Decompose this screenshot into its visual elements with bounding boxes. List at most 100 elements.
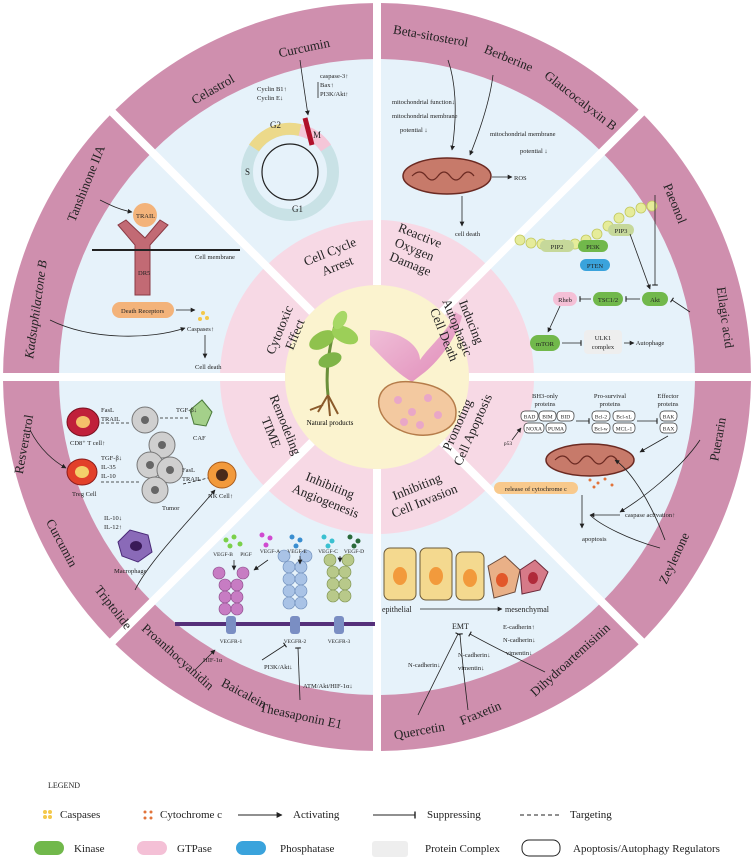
cc-bax: Bax↑ [320,82,334,89]
pten-node [580,259,610,271]
bak-label: BAK [663,415,675,421]
autophage-label: Autophage [636,340,665,347]
phase-g1: G1 [292,204,303,214]
il10-label: IL-10 [101,473,116,480]
ros-text5: potential ↓ [520,148,548,155]
pip3-node [608,224,634,236]
epithelial-label: epithelial [382,605,413,614]
vegfd-label: VEGF-D [344,549,364,555]
legend-gtpase: GTPase [177,843,212,855]
pi3k-node [578,240,608,252]
caspase-activation-label: caspase activation↑ [625,512,675,519]
legend-title: LEGEND [48,781,80,790]
effector-title1: Effector [657,393,679,400]
death-receptors-box [112,302,174,318]
hif-label: HIF-1α [203,657,223,664]
pip2-label: PIP2 [551,244,564,251]
emt-label: EMT [452,622,469,631]
protein-complex-icon [372,841,408,857]
ros-text4: mitochondrial membrane [490,131,556,138]
mtor-node [530,335,560,351]
il10b-label: IL-10↓ [104,515,122,522]
ncad1-label: N-cadherin↓ [503,637,535,644]
tsc-label: TSC1/2 [598,297,618,304]
tgfb2-label: TGF-β↓ [101,455,122,462]
il12-label: IL-12↑ [104,524,122,531]
effector-title2: proteins [658,401,679,408]
vegfe-label: VEGF-E [287,549,307,555]
nk-label: NK Cell↑ [208,493,233,500]
legend-regulators: Apoptosis/Autophagy Regulators [573,843,720,855]
legend-cytochrome: Cytochrome c [160,809,222,821]
phase-m: M [313,130,321,140]
vegfa-label: VEGF-A [260,549,280,555]
gtpase-icon [137,841,167,855]
cell-cycle-panel: G2 M S G1 caspase-3↑ Bax↑ PI3K/Akt↑ Cycl… [241,59,349,221]
membrane-label: Cell membrane [195,254,235,261]
caspases-label: Caspases↑ [187,326,214,333]
ros-label: ROS [514,175,527,182]
pten-label: PTEN [587,263,604,270]
ncad2-label: N-cadherin↓ [458,652,490,659]
bh3-title2: proteins [535,401,556,408]
bcl2-label: Bcl-2 [595,415,607,421]
cd8-label: CD8⁺ T cell↑ [70,440,105,447]
fasl2-label: FasL [182,467,195,474]
mesenchymal-label: mesenchymal [505,605,550,614]
legend-caspases: Caspases [60,809,100,821]
ulk1-complex-label: complex [592,344,615,351]
noxa-label: NOXA [526,427,542,433]
vegfr1-label: VEGFR-1 [220,639,243,645]
vegfb-label: VEGF-B [213,552,233,558]
prosurvival-title2: proteins [600,401,621,408]
bh3-title1: BH3-only [532,393,559,400]
bax-label: BAX [663,427,675,433]
center-label: Natural products [307,419,354,427]
sector-dividers [2,2,752,752]
akt-label: Akt [650,297,660,304]
cell-death-label: Cell death [195,364,222,371]
cytochrome-c-icon [143,810,153,820]
trail1-label: TRAIL [101,416,120,423]
cytochrome-release-box [494,482,578,494]
akt-node [642,292,668,306]
dr5-label: DR5 [138,270,150,277]
bid-label: BID [561,415,571,421]
angiogenesis-panel: VEGF-B PlGF VEGF-A VEGF-E VEGF-C VEGF-D … [175,532,375,701]
mtor-label: mTOR [536,341,555,348]
legend-phosphatase: Phosphatase [280,843,335,855]
mcl1-label: MCL-1 [616,427,633,433]
vim1-label: vimentin↓ [506,650,532,657]
time-panel: FasL TRAIL CD8⁺ T cell↑ TGF-β↓ CAF Treg … [29,399,237,591]
fasl1-label: FasL [101,407,114,414]
treg-label: Treg Cell [72,491,97,498]
bim-label: BIM [542,415,553,421]
atm-akt-label: ATM/Akt/HIF-1α↓ [303,683,353,690]
tgfb1-label: TGF-β↓ [176,407,197,414]
phosphatase-icon [236,841,266,855]
ecad-label: E-cadherin↑ [503,624,535,631]
invasion-panel: epithelial mesenchymal EMT E-cadherin↑ N… [382,547,550,716]
ros-cell-death: cell death [455,231,481,238]
regulator-icon [521,839,561,857]
bad-label: BAD [524,415,536,421]
p53-label: p53 [504,441,513,447]
puma-label: PUMA [548,427,564,433]
ros-panel: mitochondrial function↓ mitochondrial me… [392,59,556,238]
apoptosis-label: apoptosis [582,536,607,543]
legend-targeting: Targeting [570,809,612,821]
pi3k-akt-label: PI3K/Akt↓ [264,664,293,671]
autophagy-panel: PIP2 PI3K PTEN PIP3 Akt TSC1/2 Rheb mTOR… [514,195,691,354]
legend-suppressing: Suppressing [427,809,481,821]
trail2-label: TRAIL [182,476,201,483]
tsc-node [593,292,623,306]
cc-cyclinb1: Cyclin B1↑ [257,86,287,93]
caspases-icon [43,810,52,819]
ulk1-complex-node [584,330,622,354]
vegfr2-label: VEGFR-2 [284,639,307,645]
legend-protein-complex: Protein Complex [425,843,500,855]
rheb-node [553,292,577,306]
cc-caspase3: caspase-3↑ [320,73,349,80]
